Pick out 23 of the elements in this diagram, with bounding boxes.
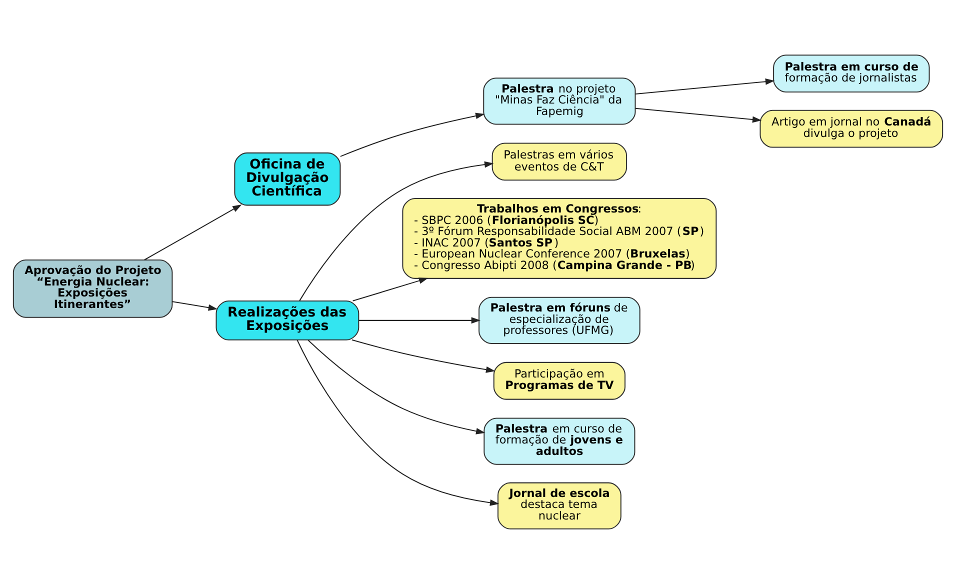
arrow — [298, 160, 494, 300]
node-box: Jornal de escola destaca tema nuclear — [496, 482, 621, 529]
node-box: Oficina de Divulgação Científica — [234, 152, 340, 206]
node-box: Palestra em curso de formação de jovens e adultos — [483, 417, 635, 464]
arrow — [634, 78, 774, 94]
node-box: Participação em Programas de TV — [492, 361, 626, 400]
node-box: Palestra em fóruns de especialização de professores (UFMG) — [478, 296, 640, 344]
arrow — [358, 316, 480, 324]
arrow — [172, 300, 218, 310]
arrow — [634, 107, 762, 122]
arrow — [352, 277, 428, 301]
arrow — [144, 204, 242, 260]
node-box: Artigo em jornal no Canadá divulga o projeto — [759, 109, 943, 148]
arrow — [340, 112, 484, 156]
arrow — [351, 338, 495, 372]
node-box: Palestra no projeto "Minas Faz Ciência" da Fapemig — [482, 77, 636, 124]
node-box: Palestra em curso de formação de jornalistas — [772, 54, 930, 92]
node-box: Realizações das Exposições — [215, 300, 359, 340]
arrow — [296, 339, 499, 506]
node-box: Aprovação do Projeto “Energia Nuclear: Exposições Itinerantes” — [12, 258, 172, 318]
node-box: Palestras em vários eventos de C&T — [491, 142, 627, 180]
arrow — [307, 339, 485, 434]
node-box: Trabalhos em Congressos: - SBPC 2006 (Florianópolis SC) - 3º Fórum Responsabilidade Social ABM 2007 (SP) - INAC 2007 (Santos SP) - European Nuclear Conference 2007 (Bruxelas) - Congresso Abipti 2008 (Campina Grande - PB) — [402, 198, 716, 278]
